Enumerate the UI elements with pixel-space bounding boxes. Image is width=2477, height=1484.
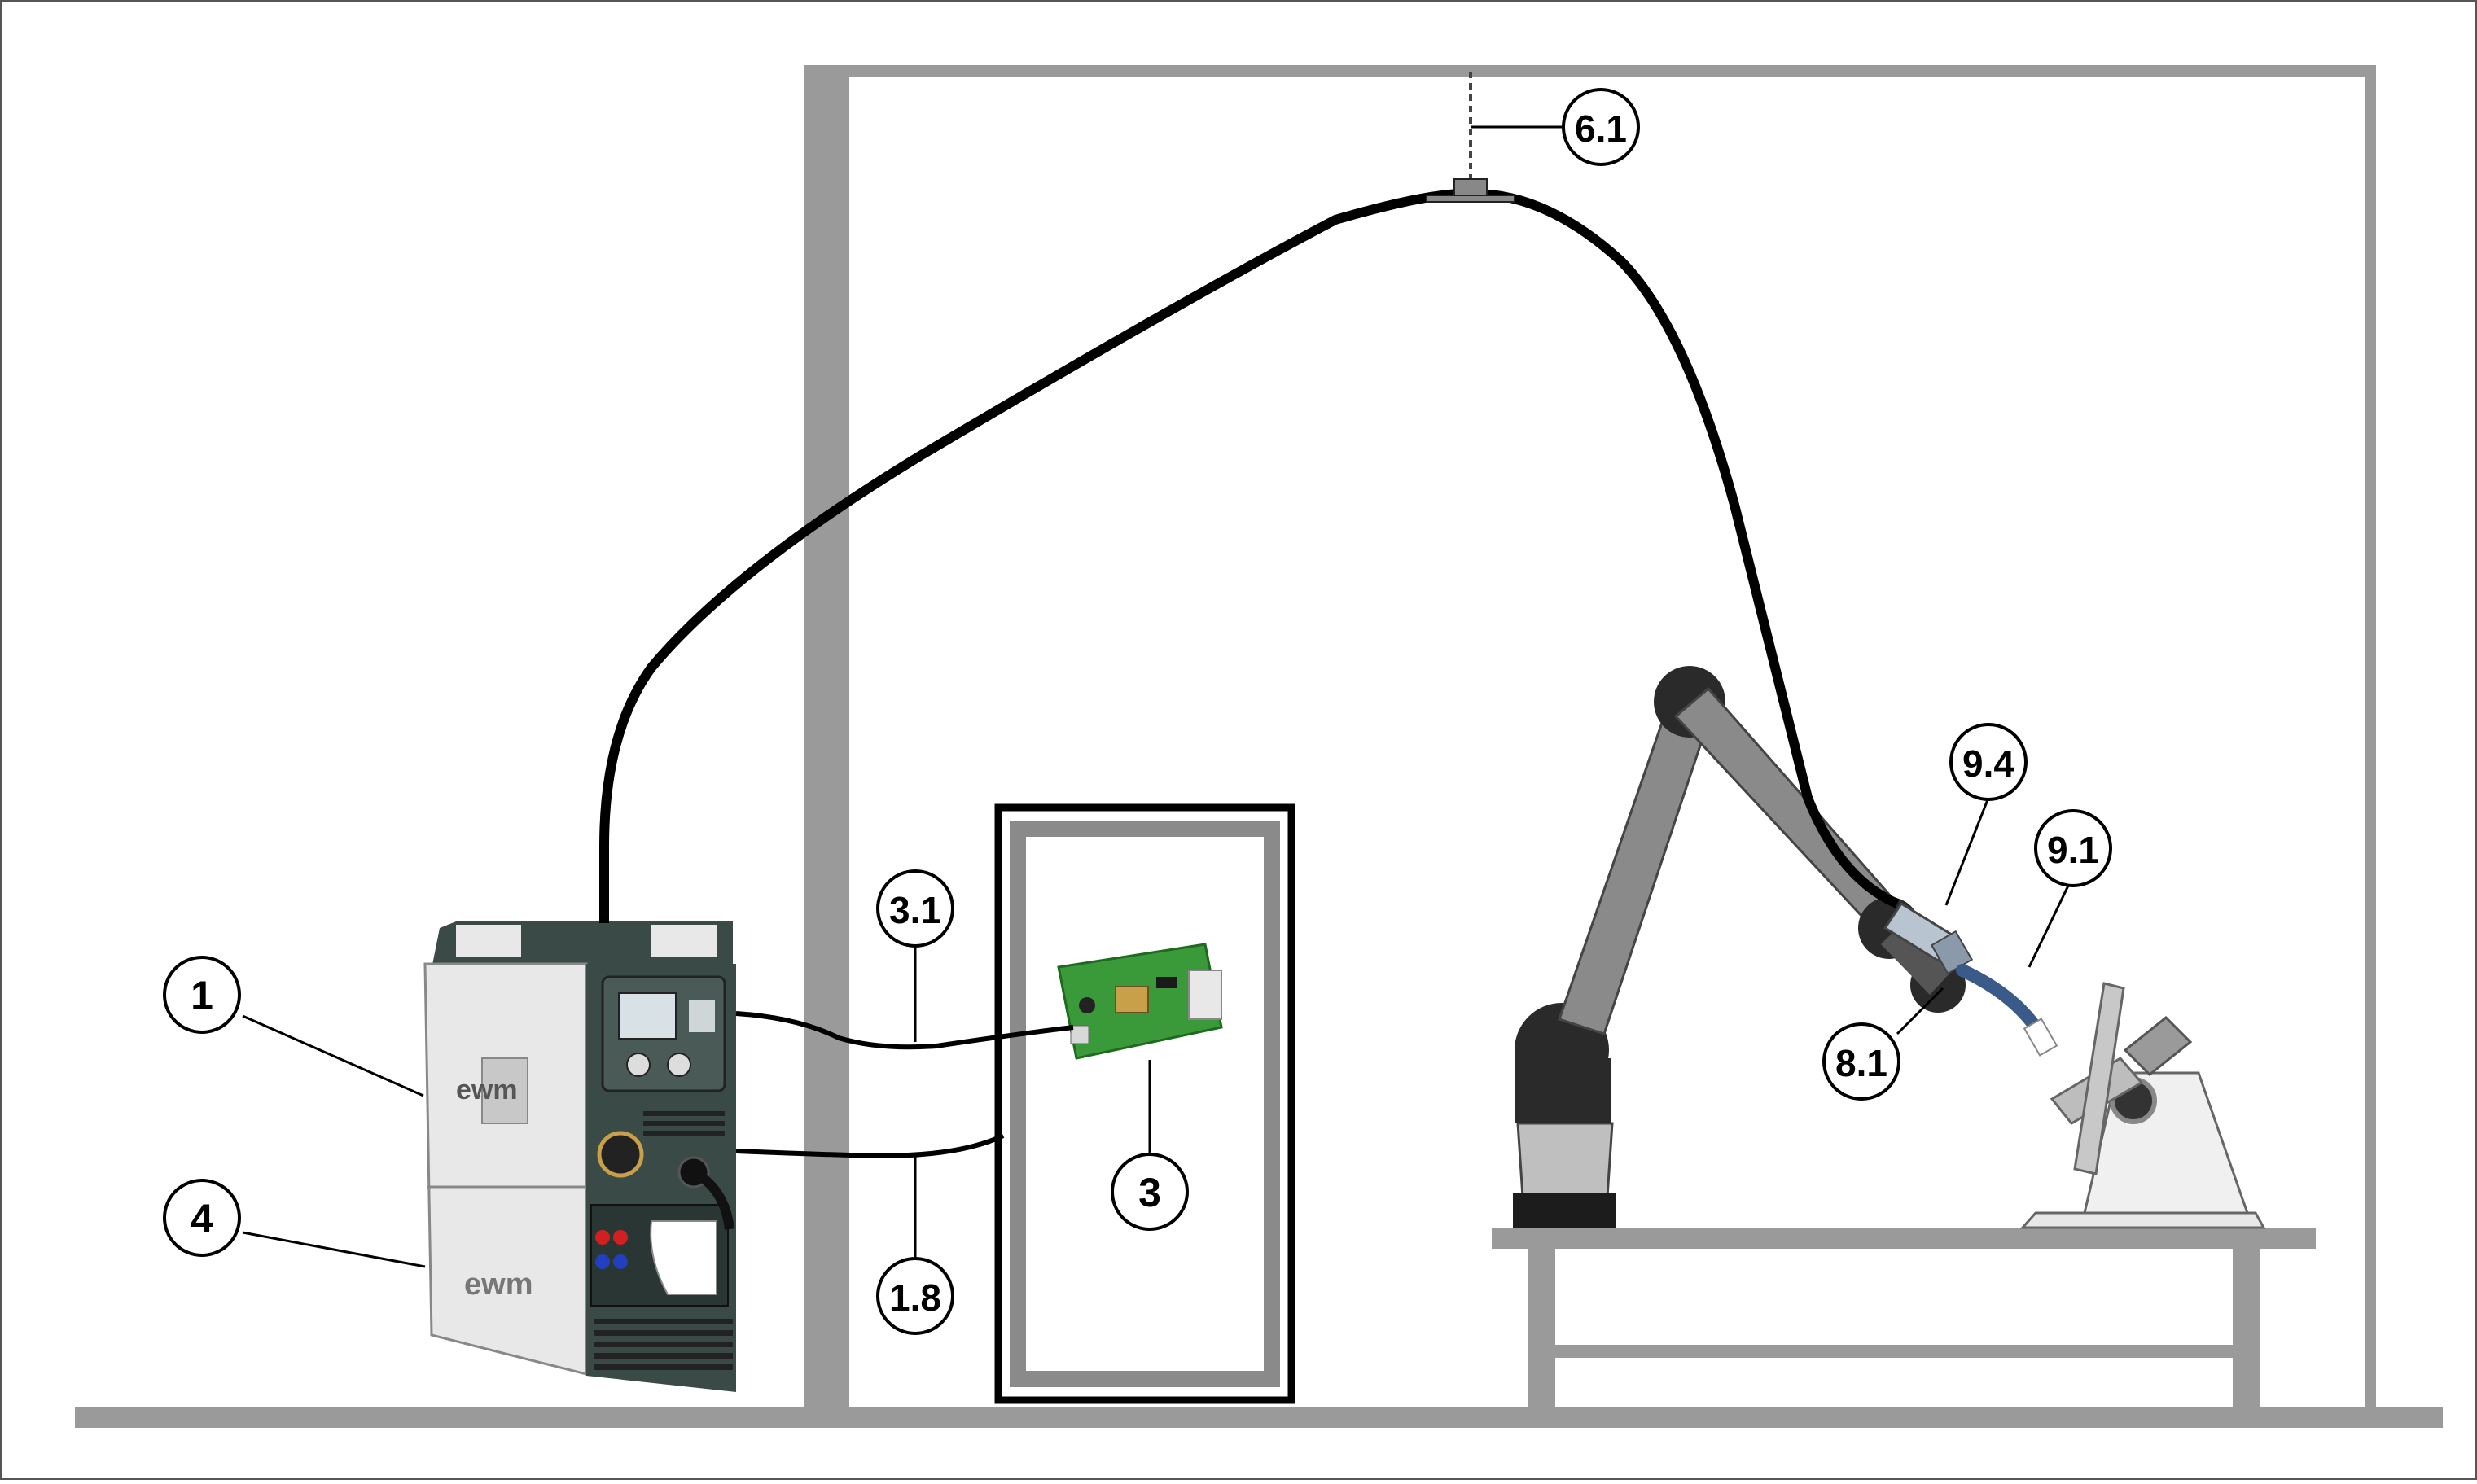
callout-circle — [1111, 1153, 1189, 1231]
table-leg-left — [1528, 1249, 1555, 1408]
pcb-chip — [1156, 977, 1177, 988]
floor — [75, 1407, 2443, 1428]
leader-1 — [242, 1014, 424, 1097]
table-crossbar — [1555, 1345, 2233, 1358]
intermediate-hose-package — [599, 188, 1900, 923]
machine-handle-left — [456, 925, 521, 957]
callout-circle — [163, 956, 241, 1034]
callout-label: 6.1 — [1575, 107, 1627, 150]
ground-cable — [691, 1167, 734, 1230]
leader-9-1 — [2028, 885, 2070, 968]
suspension-clamp — [1453, 178, 1488, 196]
robot-control-cabinet — [994, 803, 1295, 1404]
clamp-arm — [2073, 982, 2125, 1175]
callout-label: 8.1 — [1835, 1042, 1887, 1084]
welding-torch — [1883, 901, 2058, 1057]
machine-side-panel — [423, 962, 588, 1376]
callout-circle — [1822, 1022, 1900, 1101]
vent-slot — [643, 1131, 725, 1136]
cell-enclosure — [75, 65, 2443, 1428]
callout-circle — [1562, 88, 1640, 166]
positioner-base — [2019, 1211, 2266, 1229]
vent-slot — [594, 1353, 733, 1359]
table-leg-right — [2233, 1249, 2260, 1408]
callout-label: 3 — [1138, 1170, 1161, 1215]
machine-handle-right — [651, 925, 717, 957]
cabinet-inner — [1010, 821, 1280, 1387]
callout-3: 3 — [1111, 1153, 1189, 1231]
welding-machine: ewm ewm — [423, 921, 736, 1392]
callout-1: 1 — [163, 956, 241, 1034]
coolant-return-red — [595, 1230, 610, 1245]
callout-label: 1.8 — [889, 1276, 941, 1319]
table-top — [1492, 1228, 2316, 1249]
callout-circle — [2034, 809, 2112, 887]
callout-circle — [163, 1179, 241, 1257]
callout-label: 9.4 — [1962, 742, 2014, 785]
pcb-transformer — [1115, 986, 1149, 1013]
robot-base-ring — [1513, 1193, 1616, 1228]
pcb-connector — [1188, 970, 1222, 1020]
leader-lines — [242, 125, 2070, 1268]
clamp-block — [2123, 1015, 2193, 1077]
control-cable-1-8 — [735, 1133, 1005, 1159]
coolant-tank — [650, 1220, 717, 1295]
coolant-flow-blue — [595, 1254, 610, 1269]
leader-9-4 — [1944, 797, 1990, 906]
workpiece-positioner — [2019, 982, 2266, 1229]
callout-label: 4 — [191, 1196, 213, 1241]
callout-label: 9.1 — [2047, 829, 2099, 871]
callout-4: 4 — [163, 1179, 241, 1257]
callout-label: 1 — [191, 973, 213, 1018]
control-cable-3-1 — [735, 1011, 1074, 1050]
vent-slot — [594, 1330, 733, 1336]
machine-side-window — [481, 1057, 528, 1124]
callout-circle — [1949, 723, 2028, 801]
callout-6-1: 6.1 — [1562, 88, 1640, 166]
hose-suspension — [1426, 72, 1515, 203]
callout-9-1: 9.1 — [2034, 809, 2112, 887]
machine-logo-lower: ewm — [464, 1267, 533, 1302]
front-vents — [594, 1111, 733, 1370]
control-display — [618, 992, 677, 1040]
control-buttons — [689, 1000, 715, 1032]
ceiling — [804, 65, 2374, 77]
pcb-component — [1079, 997, 1095, 1013]
pcb-terminal — [1070, 1025, 1089, 1044]
robot-wrist — [1881, 921, 1950, 995]
callout-label: 3.1 — [889, 889, 941, 931]
cables — [599, 188, 1900, 1159]
callout-9-4: 9.4 — [1949, 723, 2028, 801]
suspension-bar — [1426, 195, 1515, 203]
vent-slot — [594, 1342, 733, 1347]
vent-slot — [643, 1121, 725, 1126]
coolant-return-red-2 — [613, 1230, 628, 1245]
euro-torch-connector — [597, 1131, 644, 1178]
callout-circle — [876, 1257, 954, 1335]
vent-slot — [594, 1319, 733, 1324]
torch-nozzle — [2023, 1018, 2058, 1057]
vent-slot — [594, 1364, 733, 1370]
torch-neck — [1956, 964, 2042, 1034]
coolant-flow-blue-2 — [613, 1254, 628, 1269]
leader-8-1 — [1896, 987, 1944, 1035]
leader-4 — [242, 1231, 426, 1268]
control-knob-right — [667, 1053, 691, 1077]
callout-circle — [876, 869, 954, 948]
vent-slot — [643, 1111, 725, 1116]
callout-1-8: 1.8 — [876, 1257, 954, 1335]
robot-table — [1492, 1228, 2316, 1408]
left-wall — [804, 65, 849, 1412]
callout-8-1: 8.1 — [1822, 1022, 1900, 1101]
machine-logo-upper: ewm — [456, 1075, 518, 1105]
right-wall — [2365, 65, 2376, 1412]
control-knob-left — [626, 1053, 651, 1077]
interface-pcb — [1057, 943, 1223, 1060]
robot-shoulder — [1515, 1058, 1611, 1123]
callout-3-1: 3.1 — [876, 869, 954, 948]
